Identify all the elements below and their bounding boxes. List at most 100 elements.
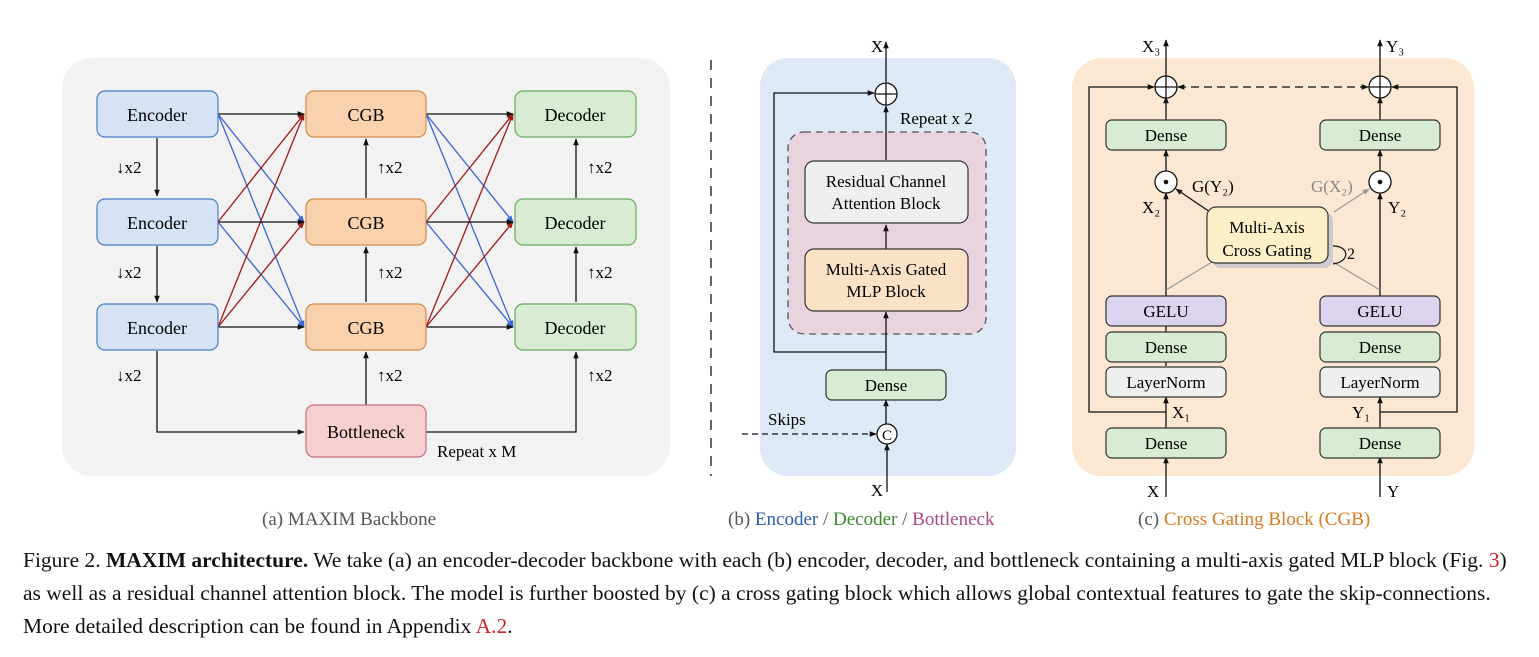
panel-c-connections (1088, 39, 1458, 497)
g-y2-label: G(Y₂) (1192, 177, 1234, 196)
upsample-label: ↑x2 (587, 158, 613, 177)
dense-box: Dense (1105, 331, 1227, 363)
add-node (1368, 75, 1392, 99)
panel-b-caption-decoder: Decoder (833, 509, 898, 530)
concat-symbol: C (882, 428, 892, 444)
add-node (1154, 75, 1178, 99)
multiply-node (1368, 170, 1392, 194)
encoder-label: Encoder (127, 318, 187, 338)
panel-c-caption: (c) Cross Gating Block (CGB) (1138, 509, 1370, 531)
dense-box: Dense (1105, 119, 1227, 151)
layernorm-box: LayerNorm (1105, 366, 1227, 398)
mlp-label-line1: Multi-Axis Gated (826, 260, 947, 279)
output-y3-label: Y₃ (1386, 37, 1404, 56)
dense-label: Dense (1359, 434, 1401, 453)
dense-label: Dense (1359, 126, 1401, 145)
downsample-label: ↓x2 (116, 158, 142, 177)
encoder-to-cgb-connections (217, 113, 305, 328)
x1-label: X₁ (1172, 403, 1190, 422)
layernorm-label: LayerNorm (1126, 373, 1205, 392)
encoder-box: Encoder (96, 198, 219, 246)
decoder-box: Decoder (514, 303, 637, 351)
panel-b-caption-bottleneck: Bottleneck (912, 509, 995, 530)
decoder-box: Decoder (514, 90, 637, 138)
figure-label: Figure 2. (23, 548, 101, 572)
panel-b-caption-sep: / (818, 509, 833, 530)
dense-label: Dense (1145, 126, 1187, 145)
gelu-label: GELU (1357, 302, 1402, 321)
cgb-box: CGB (305, 90, 427, 138)
panel-b-caption-prefix: (b) (728, 509, 755, 530)
dense-box: Dense (1319, 331, 1441, 363)
downsample-label: ↓x2 (116, 366, 142, 385)
straight-connections (154, 111, 579, 435)
input-x-label: X (871, 481, 883, 500)
rcab-label-line2: Attention Block (831, 194, 941, 213)
output-x3-label: X₃ (1142, 37, 1160, 56)
panel-b-caption-sep: / (897, 509, 913, 530)
add-node (874, 82, 898, 106)
mcg-repeat-label: 2 (1347, 246, 1355, 263)
repeat-2-label: Repeat x 2 (900, 109, 973, 128)
decoder-label: Decoder (545, 105, 606, 125)
cgb-box: CGB (305, 303, 427, 351)
cgb-label: CGB (347, 213, 384, 233)
encoder-box: Encoder (96, 303, 219, 351)
decoder-label: Decoder (545, 213, 606, 233)
dense-box: Dense (1105, 427, 1227, 459)
figure-diagram: Encoder Encoder Encoder CGB CGB CGB Deco… (62, 37, 1474, 501)
panel-b-block: Residual Channel Attention Block Multi-A… (742, 37, 1016, 500)
input-y-label: Y (1387, 482, 1399, 501)
panel-b-caption-encoder: Encoder (754, 509, 819, 530)
upsample-label: ↑x2 (587, 366, 613, 385)
multi-axis-gated-mlp-box: Multi-Axis Gated MLP Block (804, 248, 969, 312)
mlp-label-line2: MLP Block (846, 282, 926, 301)
panel-c-caption-highlight: Cross Gating Block (CGB) (1163, 509, 1371, 530)
panel-c-gray-connections (1165, 188, 1381, 291)
dense-label: Dense (1145, 434, 1187, 453)
multiply-node (1154, 170, 1178, 194)
gelu-box: GELU (1319, 295, 1441, 327)
caption-text: We take (a) an encoder-decoder backbone … (308, 548, 1489, 572)
figure-caption: Figure 2. MAXIM architecture. We take (a… (23, 544, 1523, 643)
encoder-box: Encoder (96, 90, 219, 138)
panel-c-caption-prefix: (c) (1138, 509, 1164, 530)
repeat-m-label: Repeat x M (437, 442, 516, 461)
upsample-label: ↑x2 (587, 263, 613, 282)
upsample-label: ↑x2 (377, 366, 403, 385)
concat-node: C (876, 423, 898, 445)
caption-text: . (507, 614, 513, 638)
cgb-label: CGB (347, 318, 384, 338)
skips-label: Skips (768, 410, 806, 429)
upsample-label: ↑x2 (377, 158, 403, 177)
dense-label: Dense (1359, 338, 1401, 357)
dense-box: Dense (825, 369, 947, 401)
rcab-label-line1: Residual Channel (826, 172, 947, 191)
dense-label: Dense (1145, 338, 1187, 357)
appendix-reference-link[interactable]: A.2 (475, 614, 508, 638)
g-x2-label: G(X₂) (1311, 177, 1353, 196)
x2-label: X₂ (1142, 198, 1160, 217)
bottleneck-label: Bottleneck (327, 422, 405, 442)
y1-label: Y₁ (1352, 403, 1370, 422)
panel-b-caption: (b) Encoder / Decoder / Bottleneck (728, 509, 994, 531)
panel-a-backbone: Encoder Encoder Encoder CGB CGB CGB Deco… (62, 58, 670, 476)
encoder-label: Encoder (127, 105, 187, 125)
dense-label: Dense (865, 376, 907, 395)
figure-title: MAXIM architecture. (106, 548, 309, 572)
encoder-label: Encoder (127, 213, 187, 233)
cgb-box: CGB (305, 198, 427, 246)
cgb-label: CGB (347, 105, 384, 125)
bottleneck-box: Bottleneck (305, 404, 427, 458)
cgb-to-decoder-connections (425, 113, 514, 328)
decoder-label: Decoder (545, 318, 606, 338)
figure-reference-link[interactable]: 3 (1488, 548, 1500, 572)
layernorm-box: LayerNorm (1319, 366, 1441, 398)
gelu-label: GELU (1143, 302, 1188, 321)
panel-c-cgb: Dense GELU Dense LayerNorm Dense Dense G… (1072, 37, 1474, 501)
panel-b-connections (742, 41, 890, 492)
dense-box: Dense (1319, 119, 1441, 151)
gelu-box: GELU (1105, 295, 1227, 327)
caption-text: ) as well as a residual channel attentio… (23, 548, 1507, 638)
input-x-label: X (1147, 482, 1159, 501)
